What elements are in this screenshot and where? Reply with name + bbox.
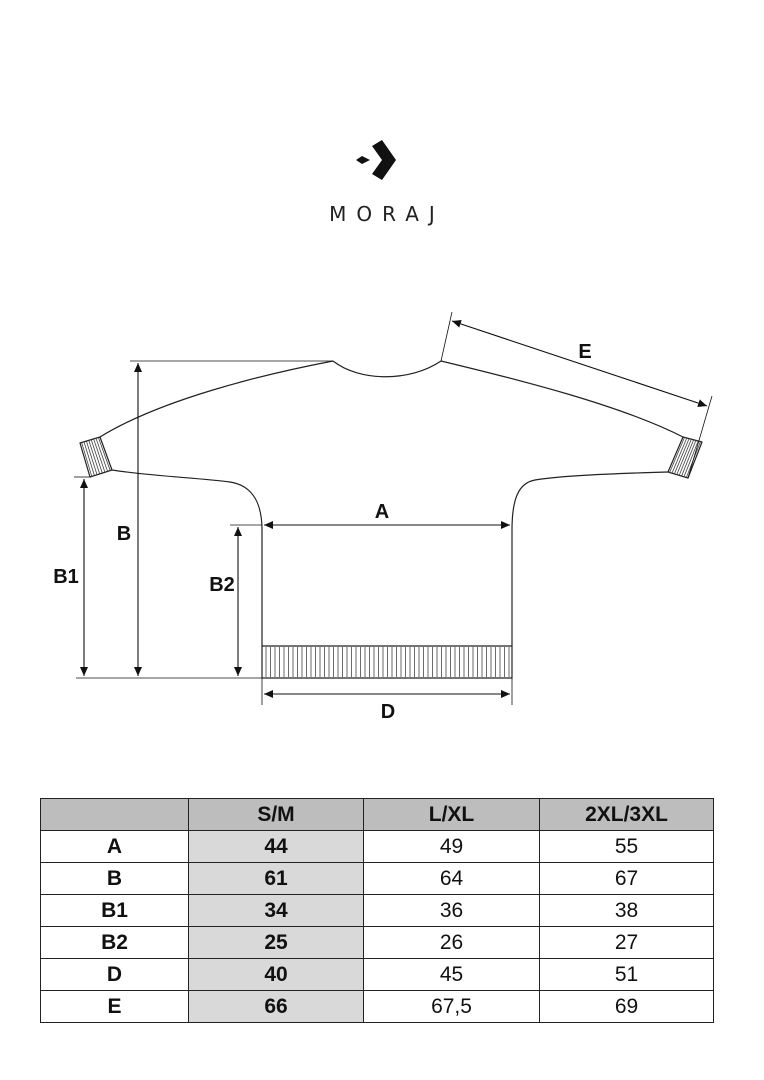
label-e: E: [578, 341, 591, 363]
header-size-sm: S/M: [188, 798, 364, 831]
cell-value: 49: [363, 830, 540, 863]
measurement-lines: [74, 311, 713, 705]
cell-value: 67,5: [363, 990, 540, 1023]
brand-name: MORAJ: [329, 202, 445, 226]
sweater-outline: [79, 360, 703, 679]
label-b2: B2: [209, 574, 235, 596]
table-row: B1 34 36 38: [40, 894, 714, 927]
row-label: B2: [40, 926, 189, 959]
header-corner: [40, 798, 189, 831]
cell-value: 69: [539, 990, 714, 1023]
table-row: A 44 49 55: [40, 830, 714, 863]
row-label: D: [40, 958, 189, 991]
cell-value: 51: [539, 958, 714, 991]
cell-value: 26: [363, 926, 540, 959]
label-b: B: [117, 523, 131, 545]
cell-value: 36: [363, 894, 540, 927]
cell-value: 67: [539, 862, 714, 895]
ribbing: [81, 437, 701, 677]
brand-logo: MORAJ: [0, 140, 764, 226]
cell-value: 45: [363, 958, 540, 991]
table-row: E 66 67,5 69: [40, 990, 714, 1023]
header-size-2xl3xl: 2XL/3XL: [539, 798, 714, 831]
cell-value: 34: [188, 894, 364, 927]
table-row: B 61 64 67: [40, 862, 714, 895]
label-a: A: [375, 501, 389, 523]
row-label: B1: [40, 894, 189, 927]
size-table: S/M L/XL 2XL/3XL A 44 49 55 B 61 64 67 B…: [40, 798, 714, 1023]
sweater-diagram: B B1 B2 A D E: [53, 311, 713, 723]
row-label: E: [40, 990, 189, 1023]
label-d: D: [381, 701, 395, 723]
row-label: A: [40, 830, 189, 863]
cell-value: 44: [188, 830, 364, 863]
cell-value: 40: [188, 958, 364, 991]
table-row: D 40 45 51: [40, 958, 714, 991]
label-b1: B1: [53, 566, 79, 588]
table-row: B2 25 26 27: [40, 926, 714, 959]
header-size-lxl: L/XL: [363, 798, 540, 831]
cell-value: 61: [188, 862, 364, 895]
cell-value: 27: [539, 926, 714, 959]
cell-value: 66: [188, 990, 364, 1023]
cell-value: 25: [188, 926, 364, 959]
cell-value: 38: [539, 894, 714, 927]
row-label: B: [40, 862, 189, 895]
moraj-logo-icon: [356, 140, 396, 180]
size-table-header: S/M L/XL 2XL/3XL: [40, 798, 714, 831]
cell-value: 55: [539, 830, 714, 863]
cell-value: 64: [363, 862, 540, 895]
